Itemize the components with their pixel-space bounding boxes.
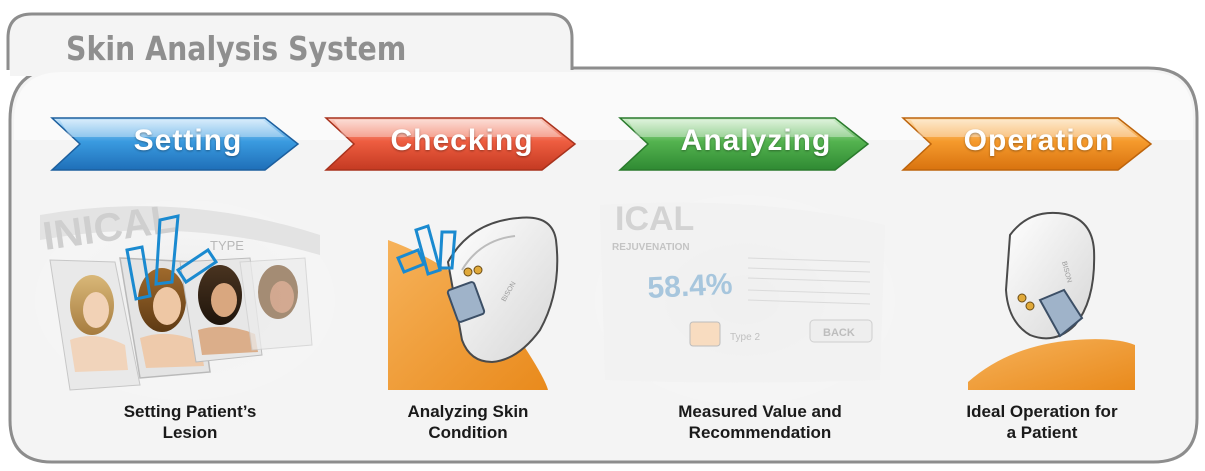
caption-operation-line2: a Patient [1006,423,1078,442]
caption-analyzing-line1: Measured Value and [678,402,842,421]
analyzing-value: 58.4% [647,268,734,305]
portrait-card-1 [49,259,141,391]
caption-checking-line2: Condition [428,423,508,442]
analyzing-type-label: Type 2 [730,332,760,343]
caption-setting-line1: Setting Patient’s [123,402,257,421]
setting-screen-type-label: TYPE [210,238,244,253]
checking-illustration: BISON [388,216,559,390]
operation-illustration: BISON [968,211,1135,390]
analyzing-back-button: BACK [823,327,855,339]
caption-analyzing: Measured Value and Recommendation [630,401,890,443]
step-arrow-analyzing [618,117,870,171]
portrait-card-4 [239,257,313,351]
caption-checking-line1: Analyzing Skin [407,402,529,421]
step-label-operation: Operation [963,124,1115,157]
caption-analyzing-line2: Recommendation [688,423,832,442]
caption-operation: Ideal Operation for a Patient [912,401,1172,443]
title-tab [6,12,574,70]
analyzing-illustration: ICAL REJUVENATION 58.4% Type 2 BACK [595,195,895,405]
page-title: Skin Analysis System [66,29,407,68]
caption-setting: Setting Patient’s Lesion [60,401,320,443]
portrait-card-3 [179,257,263,363]
step-label-checking: Checking [390,124,534,157]
caption-setting-line2: Lesion [162,423,218,442]
analyzing-screen-heading: ICAL [615,200,694,238]
step-label-setting: Setting [133,124,243,157]
step-label-analyzing: Analyzing [680,124,832,157]
step-arrow-operation [901,117,1153,171]
step-arrow-setting [50,117,300,171]
setting-illustration: INICAL TYPE [35,197,335,400]
highlight-marks [125,214,219,301]
analyzing-screen-subheading: REJUVENATION [612,242,690,253]
caption-checking: Analyzing Skin Condition [338,401,598,443]
checking-highlight-marks [396,224,457,276]
caption-operation-line1: Ideal Operation for [966,402,1118,421]
step-arrow-checking [324,117,577,171]
